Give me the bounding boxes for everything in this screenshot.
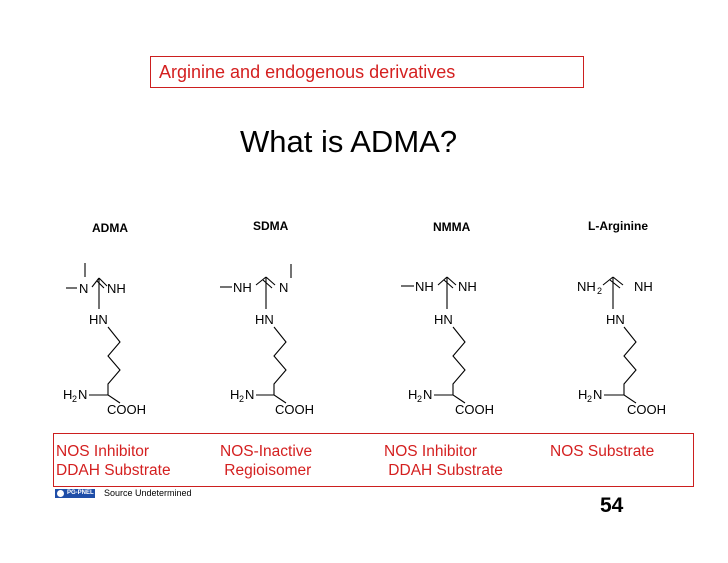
svg-text:COOH: COOH — [627, 402, 666, 417]
svg-text:NH: NH — [458, 279, 477, 294]
svg-text:NH: NH — [233, 280, 252, 295]
svg-text:2: 2 — [417, 394, 422, 404]
sdma-status-line-1: NOS-Inactive — [220, 443, 313, 460]
adma-status-line-2: DDAH Substrate — [56, 462, 171, 479]
svg-text:2: 2 — [239, 394, 244, 404]
svg-text:COOH: COOH — [275, 402, 314, 417]
svg-text:N: N — [245, 387, 254, 402]
slide-title: What is ADMA? — [240, 124, 458, 159]
molecule-status-box — [53, 433, 694, 487]
svg-text:H: H — [408, 387, 417, 402]
logo-circle-icon — [57, 490, 64, 497]
svg-text:NH: NH — [577, 279, 596, 294]
svg-text:N: N — [79, 281, 88, 296]
molecule-name-l-arginine: L-Arginine — [588, 219, 648, 233]
l-arginine-status-line-1: NOS Substrate — [550, 443, 655, 460]
svg-text:HN: HN — [434, 312, 453, 327]
svg-text:H: H — [230, 387, 239, 402]
svg-text:NH: NH — [107, 281, 126, 296]
svg-text:NH: NH — [634, 279, 653, 294]
logo-text: PG-PNEL — [67, 490, 94, 496]
svg-text:N: N — [279, 280, 288, 295]
organization-logo: PG-PNEL — [55, 489, 95, 498]
svg-text:COOH: COOH — [107, 402, 146, 417]
svg-text:HN: HN — [255, 312, 274, 327]
molecule-name-sdma: SDMA — [253, 219, 289, 233]
svg-text:2: 2 — [72, 394, 77, 404]
slide-header-label: Arginine and endogenous derivatives — [159, 62, 456, 82]
svg-text:HN: HN — [606, 312, 625, 327]
slide-header-box: Arginine and endogenous derivatives — [150, 56, 584, 88]
source-note: Source Undetermined — [104, 488, 192, 498]
svg-text:N: N — [593, 387, 602, 402]
sdma-status-line-2: Regioisomer — [220, 462, 312, 479]
svg-text:NH: NH — [415, 279, 434, 294]
svg-text:COOH: COOH — [455, 402, 494, 417]
svg-text:H: H — [63, 387, 72, 402]
nmma-status-line-1: NOS Inhibitor — [384, 443, 478, 460]
svg-text:2: 2 — [587, 394, 592, 404]
adma-status-line-1: NOS Inhibitor — [56, 443, 150, 460]
nmma-status-line-2: DDAH Substrate — [384, 462, 503, 479]
page-number: 54 — [600, 494, 624, 517]
svg-text:N: N — [423, 387, 432, 402]
svg-text:HN: HN — [89, 312, 108, 327]
svg-text:H: H — [578, 387, 587, 402]
svg-text:2: 2 — [597, 286, 602, 296]
molecule-name-nmma: NMMA — [433, 220, 471, 234]
svg-text:N: N — [78, 387, 87, 402]
molecule-name-adma: ADMA — [92, 221, 128, 235]
